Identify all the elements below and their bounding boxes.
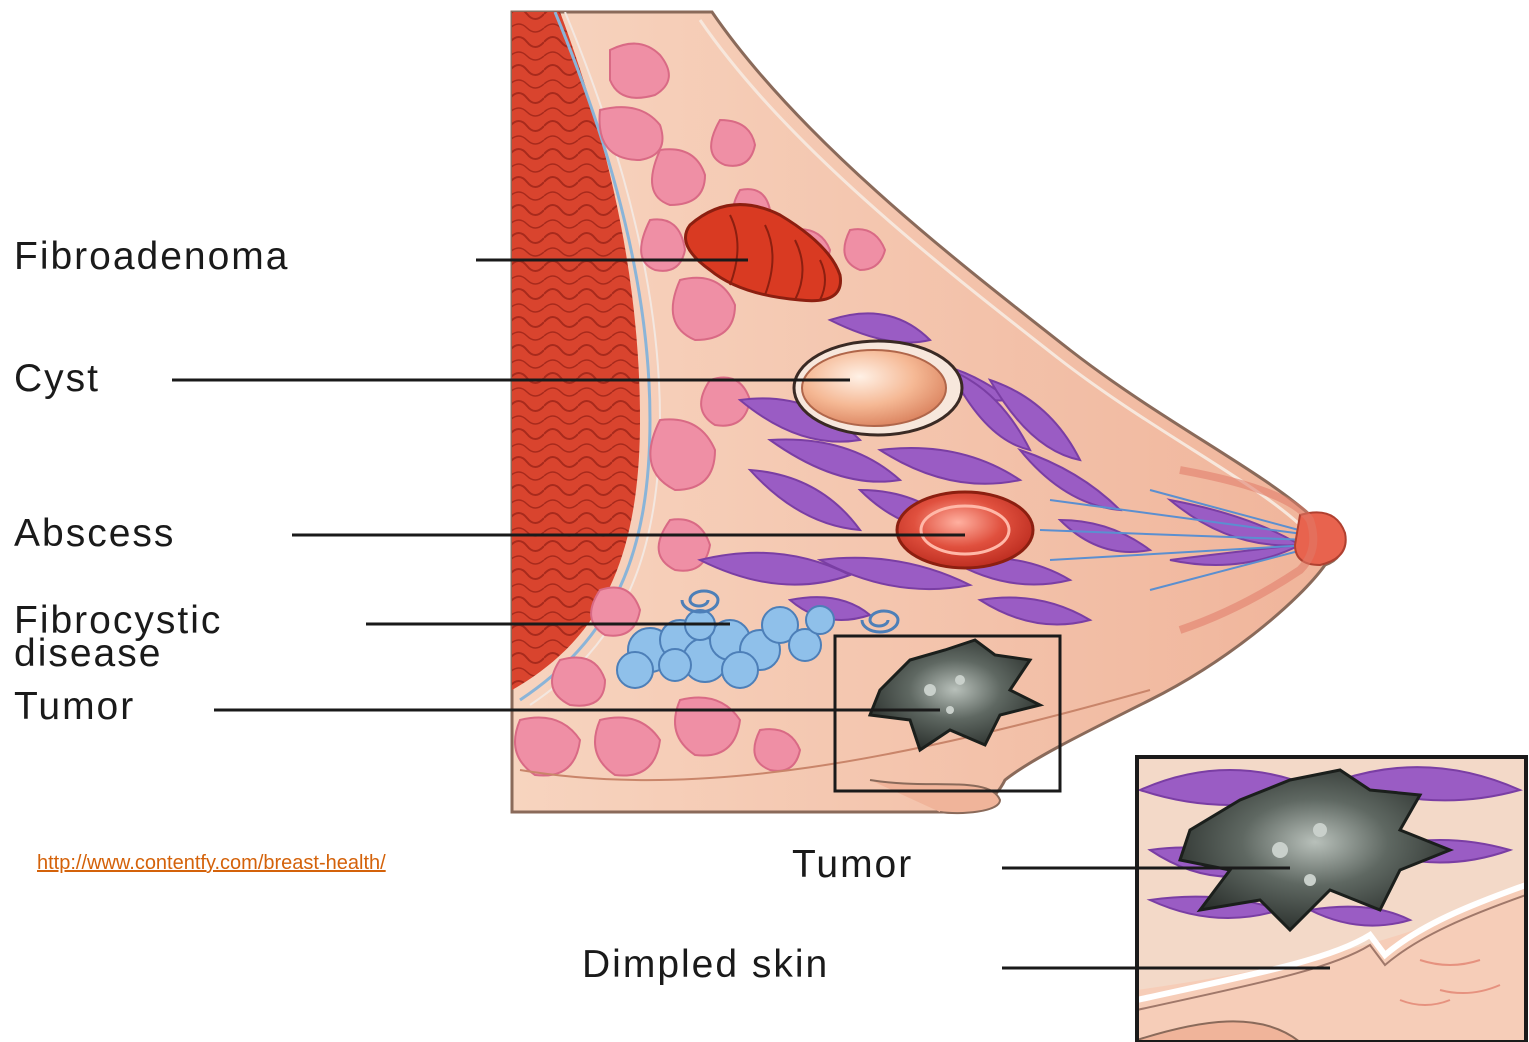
label-abscess: Abscess <box>14 515 175 553</box>
cyst-mass <box>794 341 962 435</box>
label-tumor: Tumor <box>14 688 135 726</box>
abscess-mass <box>897 492 1033 568</box>
label-cyst: Cyst <box>14 360 100 398</box>
tumor-inset <box>1137 757 1526 1042</box>
source-link[interactable]: http://www.contentfy.com/breast-health/ <box>37 852 386 875</box>
nipple <box>1295 512 1346 565</box>
label-fibroadenoma: Fibroadenoma <box>14 238 289 276</box>
label-tumor-detail: Tumor <box>792 846 913 884</box>
label-fibrocystic-disease: Fibrocystic disease <box>14 604 222 670</box>
label-dimpled-skin: Dimpled skin <box>582 946 829 984</box>
